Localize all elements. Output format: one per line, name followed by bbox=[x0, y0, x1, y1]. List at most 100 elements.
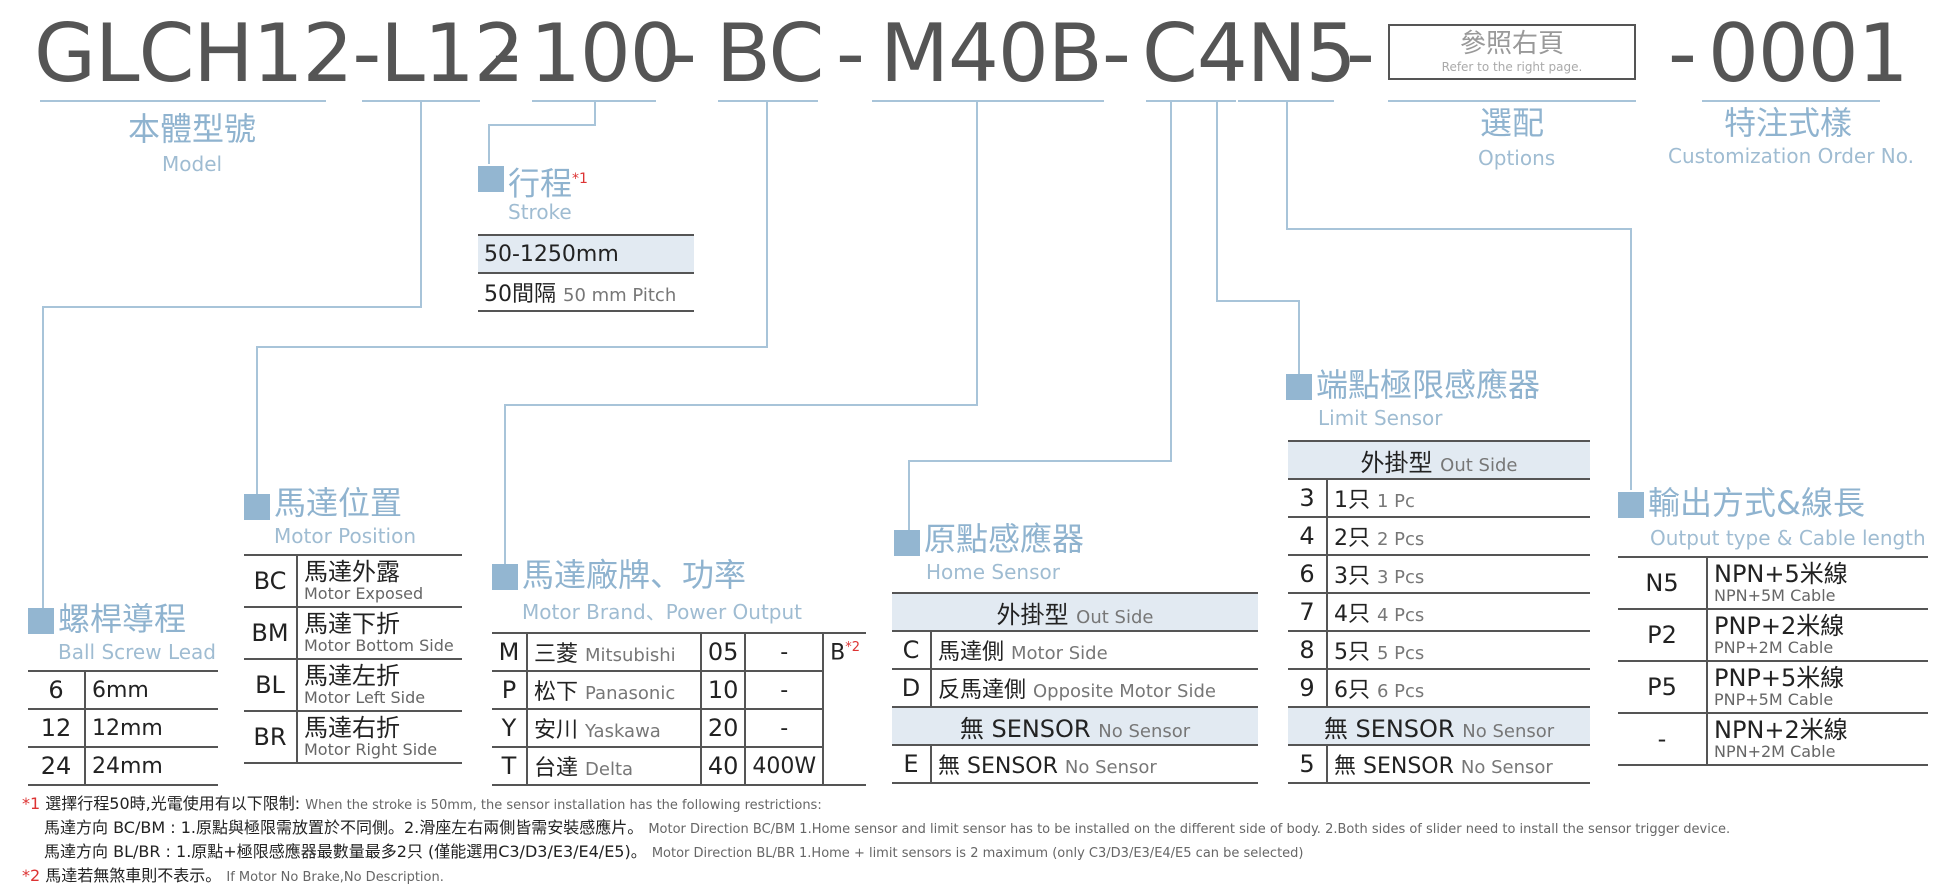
limit-desc: 2只 2 Pcs bbox=[1327, 517, 1590, 556]
motor-pos-key: BM bbox=[244, 607, 298, 660]
code-custom: 0001 bbox=[1708, 7, 1909, 100]
brand-name: 三菱 Mitsubishi bbox=[527, 632, 702, 672]
home-title-en: Home Sensor bbox=[926, 560, 1060, 584]
connector-motor-pos bbox=[766, 100, 768, 348]
note-1b: 馬達方向 BL/BR : 1.原點+極限感應器最數量最多2只 (僅能選用C3/D… bbox=[44, 842, 1304, 861]
power-output: - bbox=[745, 671, 825, 710]
brand-key: T bbox=[492, 747, 528, 786]
brand-key: Y bbox=[492, 709, 528, 748]
brand-name: 松下 Panasonic bbox=[527, 671, 702, 710]
connector-motor-brand bbox=[504, 404, 506, 564]
home-square-icon bbox=[894, 530, 920, 556]
motor-pos-key: BC bbox=[244, 554, 298, 608]
home-mid: 無 SENSOR No Sensor bbox=[892, 707, 1258, 746]
underline-output bbox=[1242, 100, 1334, 102]
output-key: P2 bbox=[1618, 609, 1708, 662]
table-row: M 三菱 Mitsubishi 05 - B*2 bbox=[492, 632, 866, 786]
underline-motor-pos bbox=[718, 100, 818, 102]
limit-key: 9 bbox=[1288, 669, 1328, 708]
limit-mid: 無 SENSOR No Sensor bbox=[1288, 707, 1590, 746]
limit-desc: 無 SENSOR No Sensor bbox=[1327, 745, 1590, 784]
motor-pos-title-cn: 馬達位置 bbox=[274, 484, 403, 522]
note-1a: 馬達方向 BC/BM : 1.原點與極限需放置於不同側。2.滑座左右兩側皆需安裝… bbox=[44, 818, 1731, 837]
underline-custom bbox=[1702, 100, 1880, 102]
table-row: T 台達 Delta 40 400W bbox=[492, 747, 866, 786]
underline-model bbox=[40, 100, 326, 102]
home-key: E bbox=[892, 745, 932, 784]
table-row: P 松下 Panasonic 10 - bbox=[492, 671, 866, 710]
home-key: D bbox=[892, 669, 932, 708]
brake-code: B*2 bbox=[823, 632, 866, 786]
limit-key: 6 bbox=[1288, 555, 1328, 594]
limit-square-icon bbox=[1286, 374, 1312, 400]
custom-title-cn: 特注式樣 bbox=[1724, 104, 1853, 142]
motor-brand-square-icon bbox=[492, 564, 518, 590]
connector-limit bbox=[1216, 300, 1300, 302]
lead-title-en: Ball Screw Lead bbox=[58, 640, 216, 664]
power-output: - bbox=[745, 709, 825, 748]
brand-name: 台達 Delta bbox=[527, 747, 702, 786]
note-2: *2 馬達若無煞車則不表示。 If Motor No Brake,No Desc… bbox=[22, 866, 444, 885]
home-desc: 反馬達側 Opposite Motor Side bbox=[931, 669, 1258, 708]
stroke-title-en: Stroke bbox=[508, 200, 572, 224]
motor-brand-title-cn: 馬達廠牌、功率 bbox=[522, 556, 747, 594]
table-row: Y 安川 Yaskawa 20 - bbox=[492, 709, 866, 748]
lead-square-icon bbox=[28, 608, 54, 634]
connector-motor-brand bbox=[976, 100, 978, 406]
connector-motor-pos bbox=[256, 346, 258, 494]
lead-key: 12 bbox=[28, 709, 86, 748]
limit-key: 3 bbox=[1288, 479, 1328, 518]
lead-key: 6 bbox=[28, 670, 86, 710]
code-dash-3: - bbox=[836, 7, 865, 100]
motor-pos-square-icon bbox=[244, 494, 270, 520]
model-title-cn: 本體型號 bbox=[128, 110, 257, 148]
motor-brand-table: M 三菱 Mitsubishi 05 - B*2 P 松下 Panasonic … bbox=[492, 632, 866, 786]
options-box: 參照右頁 Refer to the right page. bbox=[1388, 24, 1636, 80]
limit-key: 7 bbox=[1288, 593, 1328, 632]
lead-key: 24 bbox=[28, 747, 86, 786]
lead-value: 12mm bbox=[85, 709, 218, 748]
lead-value: 24mm bbox=[85, 747, 218, 786]
lead-value: 6mm bbox=[85, 670, 218, 710]
brand-key: M bbox=[492, 632, 528, 672]
connector-limit bbox=[1216, 100, 1218, 302]
underline-motor-brand bbox=[872, 100, 1104, 102]
code-sensor: C4N5 bbox=[1142, 7, 1356, 100]
connector-stroke bbox=[488, 124, 490, 164]
connector-home bbox=[908, 460, 910, 532]
stroke-square-icon bbox=[478, 166, 504, 192]
limit-title-en: Limit Sensor bbox=[1318, 406, 1443, 430]
limit-desc: 6只 6 Pcs bbox=[1327, 669, 1590, 708]
connector-limit bbox=[1298, 300, 1300, 374]
options-title-cn: 選配 bbox=[1480, 104, 1545, 142]
power-code: 05 bbox=[700, 632, 747, 672]
connector-output bbox=[1630, 228, 1632, 490]
motor-pos-key: BR bbox=[244, 711, 298, 764]
limit-desc: 3只 3 Pcs bbox=[1327, 555, 1590, 594]
output-title-cn: 輸出方式&線長 bbox=[1648, 484, 1865, 522]
table-row: 50間隔 50 mm Pitch bbox=[478, 273, 694, 312]
lead-title-cn: 螺桿導程 bbox=[58, 600, 187, 638]
home-desc: 無 SENSOR No Sensor bbox=[931, 745, 1258, 784]
code-model: GLCH12-L12 bbox=[34, 7, 525, 100]
table-row: 無 SENSOR No Sensor bbox=[892, 707, 1258, 746]
code-stroke: 100 bbox=[530, 7, 681, 100]
code-motor-pos: BC bbox=[716, 7, 824, 100]
